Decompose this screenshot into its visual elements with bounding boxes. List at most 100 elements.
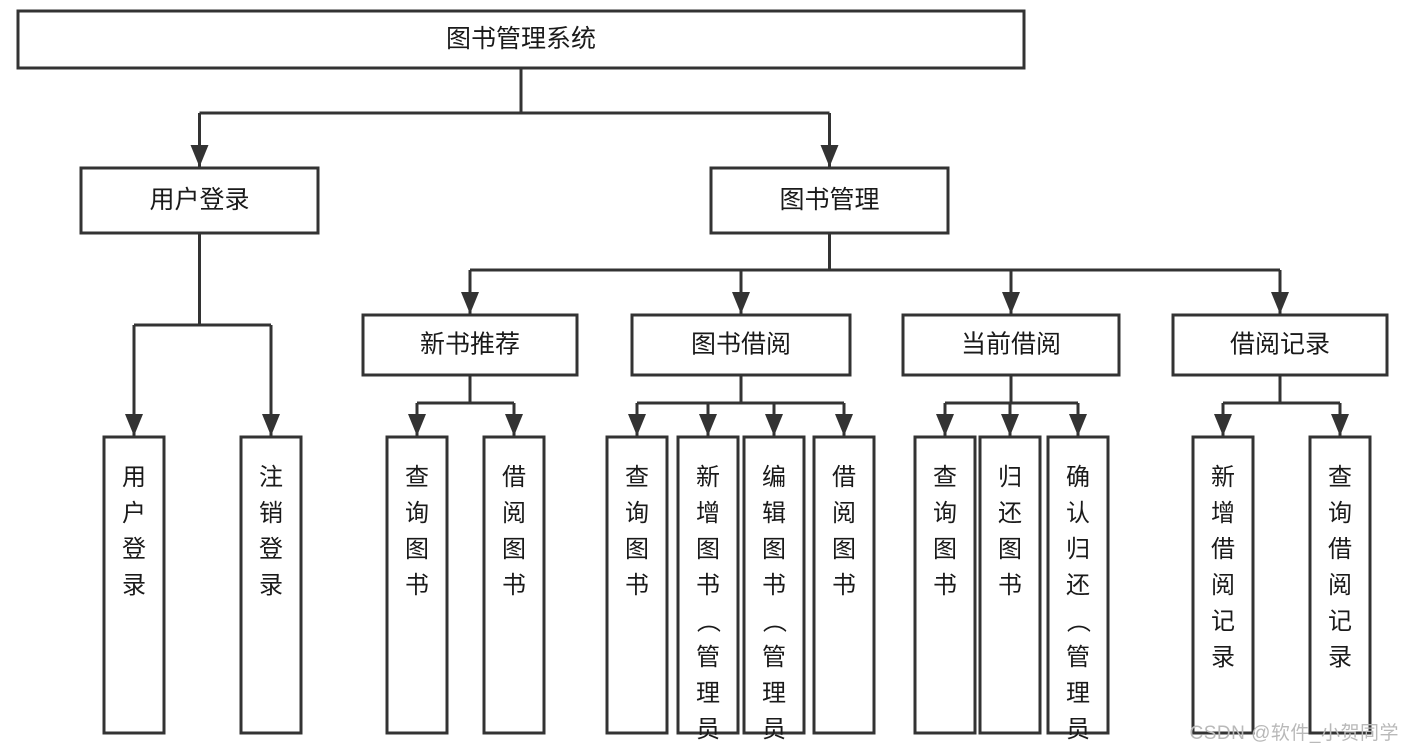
arrow-head-icon [699,414,717,436]
node-label-char: 理 [1066,680,1090,707]
node-label-char: 查 [933,464,957,491]
node-label-char: 书 [502,572,526,599]
node-label-char: 图 [832,536,856,563]
node-box[interactable] [676,435,740,735]
node-n_new_rec[interactable]: 新书推荐 [361,313,579,377]
node-root[interactable]: 图书管理系统 [16,9,1026,70]
node-box[interactable] [978,435,1042,735]
node-box[interactable] [1308,435,1372,735]
node-box[interactable] [16,9,1026,70]
node-label-char: 询 [933,500,957,527]
node-box[interactable] [361,313,579,377]
node-label-char: 管 [696,644,720,671]
node-label-char: 图 [998,536,1022,563]
node-label-char: 录 [122,572,146,599]
node-label-char: 认 [1066,500,1090,527]
node-label-char: 增 [696,500,720,527]
node-box[interactable] [102,435,166,735]
node-label-char: 书 [832,572,856,599]
node-box[interactable] [1171,313,1389,377]
node-label-char: 归 [998,464,1022,491]
node-label-char: 户 [122,500,146,527]
arrow-head-icon [628,414,646,436]
arrow-head-icon [732,292,750,314]
node-label-char: 员 [696,716,720,743]
node-label-char: 用 [122,464,146,491]
node-label-char: 管 [762,644,786,671]
node-label-char: 书 [696,572,720,599]
node-label-char: （ [694,609,721,633]
node-label-char: 查 [1328,464,1352,491]
node-box[interactable] [709,166,950,235]
node-label-char: 阅 [1211,572,1235,599]
node-layer: 图书管理系统用户登录图书管理新书推荐图书借阅当前借阅借阅记录用户登录注销登录查询… [16,9,1389,747]
arrow-head-icon [125,414,143,436]
node-box[interactable] [605,435,669,735]
node-box[interactable] [385,435,449,735]
node-label-char: 销 [259,500,283,527]
node-label-char: 员 [1066,716,1090,743]
node-label-char: 书 [933,572,957,599]
node-n_records[interactable]: 借阅记录 [1171,313,1389,377]
node-label-char: 图 [625,536,649,563]
node-label-char: 还 [998,500,1022,527]
node-box[interactable] [901,313,1121,377]
node-label-char: （ [1064,609,1091,633]
csdn-watermark: CSDN @软件_小贺同学 [1189,723,1399,744]
node-n_current[interactable]: 当前借阅 [901,313,1121,377]
node-box[interactable] [79,166,320,235]
node-label-char: 新 [696,464,720,491]
node-label-char: （ [760,609,787,633]
node-box[interactable] [1046,435,1110,735]
node-label-char: 编 [762,464,786,491]
node-label-char: 登 [122,536,146,563]
arrow-head-icon [461,292,479,314]
node-box[interactable] [482,435,546,735]
node-label-char: 录 [259,572,283,599]
node-box[interactable] [1191,435,1255,735]
node-n_borrow[interactable]: 图书借阅 [630,313,852,377]
node-label-char: 记 [1328,608,1352,635]
node-label-char: 书 [762,572,786,599]
arrow-head-icon [1331,414,1349,436]
connector-layer [125,68,1349,436]
node-n_book_mgmt[interactable]: 图书管理 [709,166,950,235]
node-label-char: 辑 [762,500,786,527]
node-box[interactable] [812,435,876,735]
node-label: 借阅记录 [1230,331,1330,359]
arrow-head-icon [820,145,839,167]
node-box[interactable] [239,435,303,735]
node-box[interactable] [742,435,806,735]
node-box[interactable] [913,435,977,735]
node-n_user_login[interactable]: 用户登录 [79,166,320,235]
node-label-char: 图 [762,536,786,563]
arrow-head-icon [262,414,280,436]
arrow-head-icon [1002,292,1020,314]
node-label-char: 阅 [502,500,526,527]
node-label-char: 询 [625,500,649,527]
node-label-char: 员 [762,716,786,743]
node-label-char: 阅 [1328,572,1352,599]
node-label-char: 借 [502,464,526,491]
node-label-char: 查 [405,464,429,491]
node-label: 图书借阅 [691,331,791,359]
node-box[interactable] [630,313,852,377]
node-label-char: 管 [1066,644,1090,671]
node-label-char: 录 [1211,644,1235,671]
node-l_login[interactable]: 用户登录 [102,435,166,735]
node-label-char: 借 [1328,536,1352,563]
